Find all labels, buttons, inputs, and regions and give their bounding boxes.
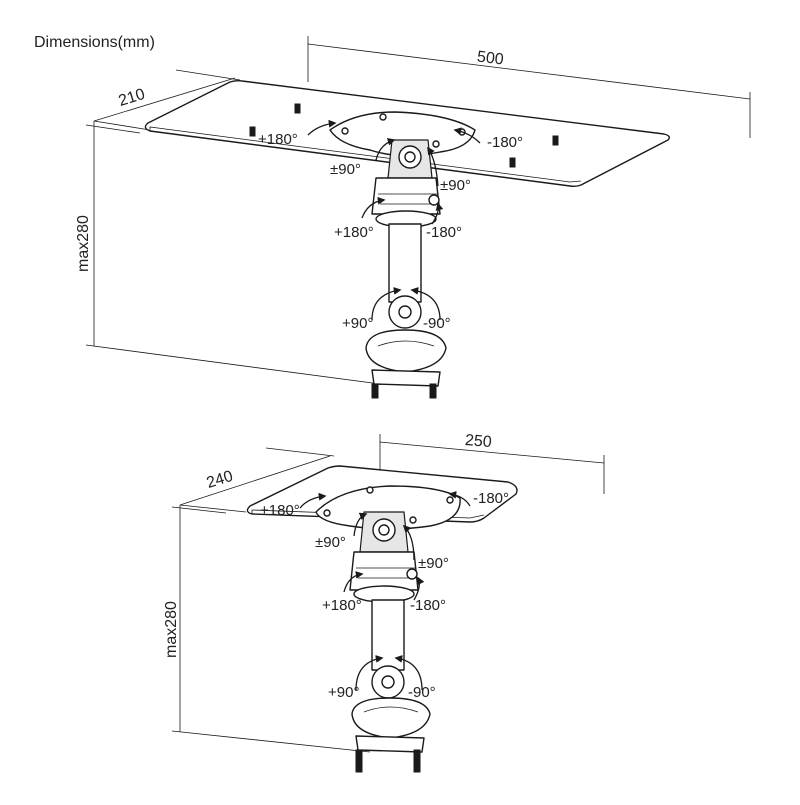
bottom-swivel-right-angle: -180°: [410, 597, 446, 614]
bottom-mount: 250 240 max280: [163, 432, 605, 773]
top-dimension-lines: [85, 36, 751, 385]
top-tilt-left-angle: ±90°: [330, 161, 361, 178]
top-swivel-right-angle: -180°: [426, 224, 462, 241]
top-height-label: max280: [75, 215, 92, 272]
bottom-rotation-arrows: [299, 491, 471, 691]
top-plate-right-angle: -180°: [487, 134, 523, 151]
bottom-tilt-left-angle: ±90°: [315, 534, 346, 551]
top-tilt-right-angle: ±90°: [440, 177, 471, 194]
dimensions-title: Dimensions(mm): [34, 34, 155, 51]
bottom-clamp-right-angle: -90°: [408, 684, 436, 701]
top-mount: 500 210 max280: [75, 36, 751, 399]
top-width-label: 500: [476, 48, 505, 68]
bottom-tilt-right-angle: ±90°: [418, 555, 449, 572]
bottom-swivel-knob[interactable]: [406, 568, 418, 580]
bottom-clamp-bolt-left: [355, 749, 363, 773]
top-clamp-right-angle: -90°: [423, 315, 451, 332]
top-swivel-left-angle: +180°: [334, 224, 374, 241]
bottom-dimension-lines: [171, 434, 605, 753]
top-rotation-arrows: [307, 119, 481, 321]
bottom-plate-left-angle: +180°: [260, 502, 300, 519]
top-clamp-left-angle: +90°: [342, 315, 373, 332]
bottom-width-label: 250: [464, 432, 492, 451]
top-plate-screws: [249, 103, 559, 168]
top-plate-left-angle: +180°: [258, 131, 298, 148]
bottom-clamp: [351, 697, 431, 739]
bottom-swivel-left-angle: +180°: [322, 597, 362, 614]
bottom-clamp-left-angle: +90°: [328, 684, 359, 701]
top-clamp-bolt-right: [429, 383, 437, 399]
bottom-height-label: max280: [163, 601, 180, 658]
bottom-plate-right-angle: -180°: [473, 490, 509, 507]
top-clamp-bolt-left: [371, 383, 379, 399]
bottom-clamp-bolt-right: [413, 749, 421, 773]
top-swivel-knob[interactable]: [428, 194, 440, 206]
top-swivel-joint: [371, 177, 441, 215]
top-clamp: [365, 329, 447, 373]
